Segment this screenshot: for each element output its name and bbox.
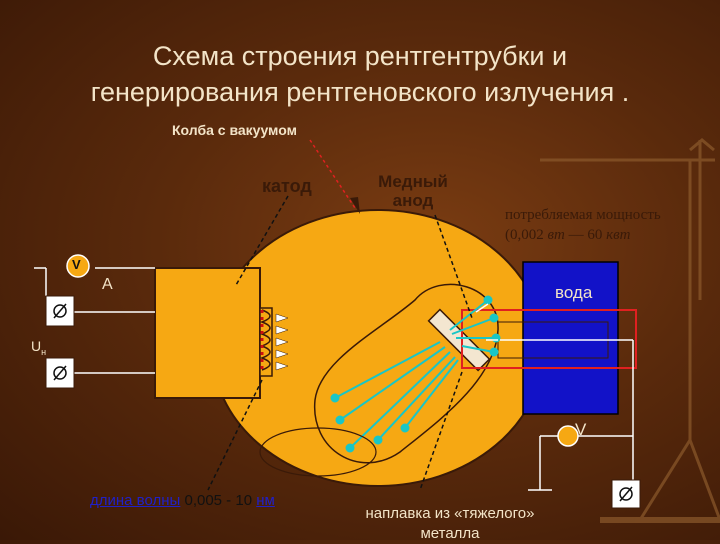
wavelength-range: 0,005 - 10 [180, 492, 257, 509]
wavelength-term: длина волны [90, 492, 181, 509]
heater-voltage-label: Uн [31, 338, 46, 357]
power-range-end: — 60 [564, 227, 607, 243]
overlay-label-line-1: наплавка из «тяжелого» [365, 505, 535, 522]
water-cooling-block [522, 261, 619, 415]
wavelength-region [259, 427, 377, 477]
title-line-2: генерирования рентгеновского излучения . [90, 77, 630, 107]
power-unit-kw: квт [606, 227, 631, 243]
wavelength-unit: нм [256, 492, 275, 509]
ammeter-label: А [102, 276, 113, 293]
heater-voltage-symbol: U [31, 338, 42, 354]
anode-target [427, 308, 491, 372]
power-range-start: (0,002 [505, 227, 548, 243]
title-line-1: Схема строения рентгентрубки и [152, 41, 568, 71]
anode-label-line-1: Медный [378, 172, 448, 191]
terminal-symbols [53, 303, 633, 502]
flask-label: Колба с вакуумом [172, 122, 297, 138]
heater-voltage-subscript: н [41, 346, 47, 357]
water-label: вода [555, 283, 593, 302]
voltmeter-top-symbol: V [72, 257, 81, 272]
flask-pointer [309, 139, 356, 209]
cathode-label: катод [262, 176, 312, 196]
voltmeter-bottom-symbol: V [575, 420, 587, 439]
power-unit-w: вт [547, 227, 565, 243]
circuit-wires [34, 267, 634, 491]
voltmeter-bottom [557, 425, 579, 447]
electron-arrows [275, 313, 289, 371]
flask-pointer-arrowhead [350, 197, 360, 214]
terminal-right [611, 479, 641, 509]
electron-beam-arrows [475, 303, 498, 341]
voltmeter-top [66, 254, 90, 278]
xray-beams [330, 295, 501, 453]
power-label-line-2: (0,002 вт — 60 квт [505, 225, 661, 245]
balance-scale-decoration [540, 138, 720, 523]
leader-lines [207, 195, 473, 491]
power-label-line-1: потребляемая мощность [505, 207, 661, 223]
anode-label: Медный анод [372, 172, 454, 210]
slide-title: Схема строения рентгентрубки и генериров… [0, 38, 720, 110]
filament-coil [259, 307, 273, 377]
anode-label-line-2: анод [392, 191, 434, 210]
overlay-label-line-2: металла [420, 525, 480, 542]
cathode-block [154, 267, 261, 399]
wavelength-label: длина волны 0,005 - 10 нм [90, 492, 275, 509]
heavy-metal-overlay-label: наплавка из «тяжелого» металла [340, 504, 560, 544]
power-label: потребляемая мощность (0,002 вт — 60 квт [505, 205, 661, 245]
